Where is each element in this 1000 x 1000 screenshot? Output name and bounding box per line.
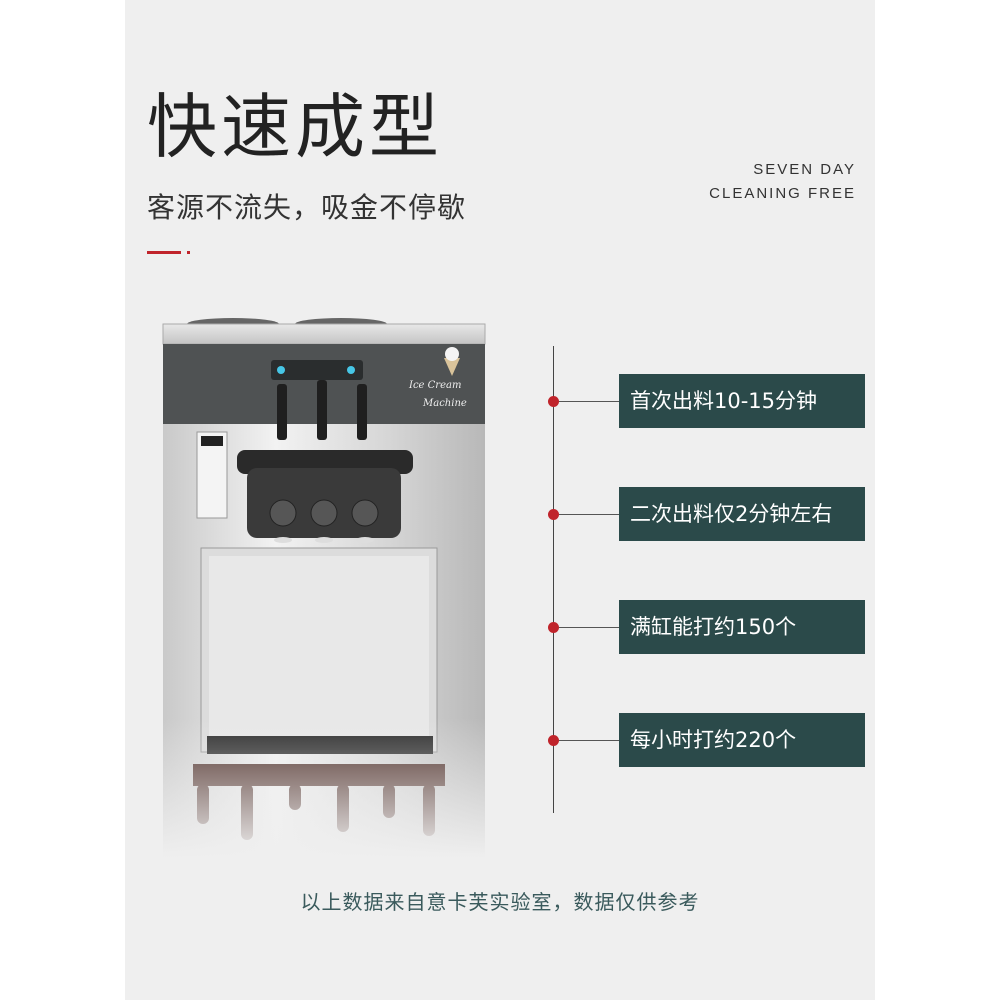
spec-dot xyxy=(548,509,559,520)
brand-text-line1: Ice Cream xyxy=(408,380,461,391)
accent-line xyxy=(147,251,181,254)
spec-timeline-line xyxy=(553,346,554,813)
page-subtitle: 客源不流失，吸金不停歇 xyxy=(147,191,467,224)
accent-dot xyxy=(187,251,190,254)
spec-connector xyxy=(559,627,619,628)
ice-cream-machine-image: Ice Cream Machine xyxy=(161,318,487,858)
content-panel: 快速成型 客源不流失，吸金不停歇 SEVEN DAY CLEANING FREE xyxy=(125,0,875,1000)
data-source-footnote: 以上数据来自意卡芙实验室，数据仅供参考 xyxy=(300,890,700,914)
spec-dot xyxy=(548,622,559,633)
spec-label: 二次出料仅2分钟左右 xyxy=(619,487,865,541)
page-title: 快速成型 xyxy=(147,86,443,168)
spec-label: 每小时打约220个 xyxy=(619,713,865,767)
spec-connector xyxy=(559,740,619,741)
spec-connector xyxy=(559,514,619,515)
spec-label: 首次出料10-15分钟 xyxy=(619,374,865,428)
english-tagline-line2: CLEANING FREE xyxy=(709,185,856,202)
spec-dot xyxy=(548,396,559,407)
spec-connector xyxy=(559,401,619,402)
spec-label: 满缸能打约150个 xyxy=(619,600,865,654)
spec-dot xyxy=(548,735,559,746)
english-tagline: SEVEN DAY CLEANING FREE xyxy=(709,158,856,206)
english-tagline-line1: SEVEN DAY xyxy=(753,161,856,178)
brand-text-line2: Machine xyxy=(422,398,467,409)
